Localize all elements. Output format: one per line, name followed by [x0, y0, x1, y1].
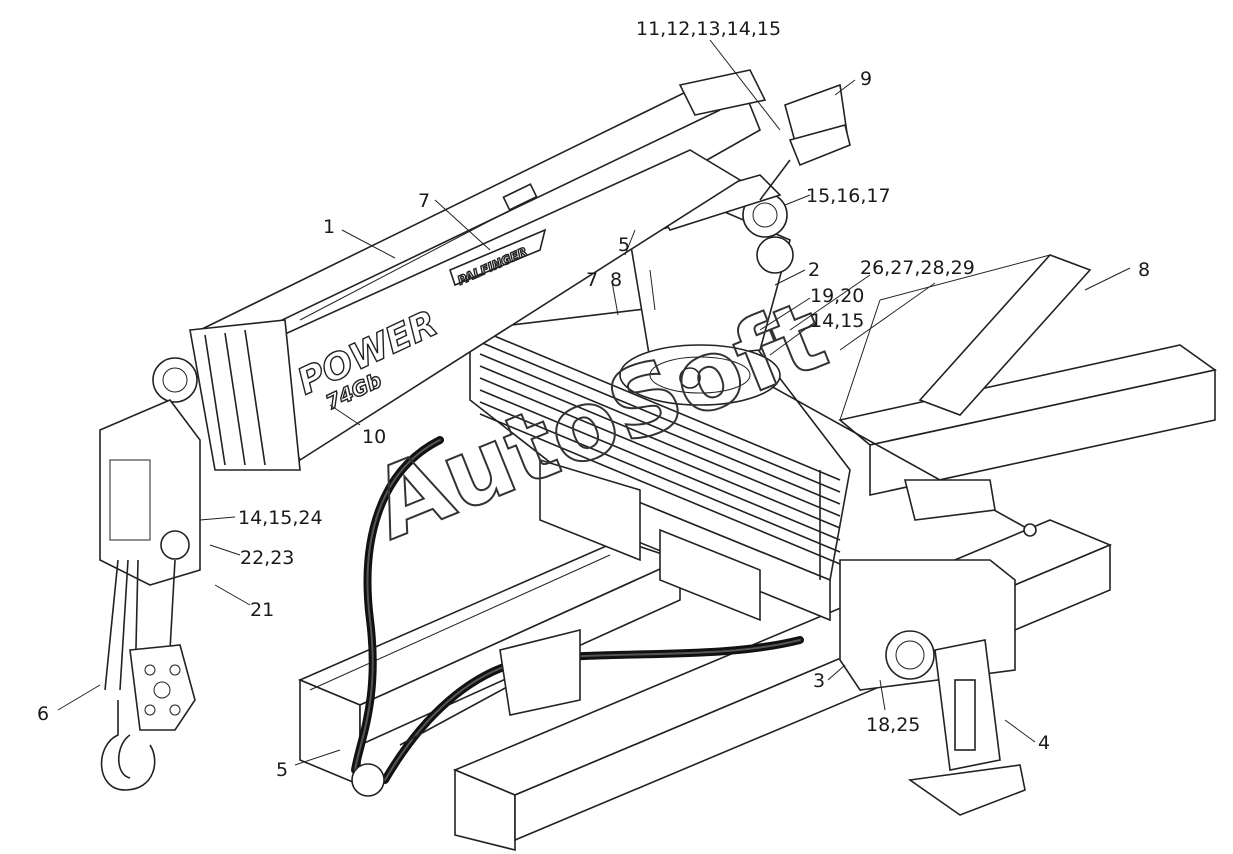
label-26-29: 26,27,28,29	[860, 257, 975, 279]
label-8-left: 8	[610, 269, 622, 291]
label-5-lower: 5	[276, 759, 288, 781]
label-5-upper: 5	[618, 234, 630, 256]
label-10: 10	[362, 426, 386, 448]
label-22-23: 22,23	[240, 547, 294, 569]
label-1: 1	[323, 216, 335, 238]
label-14-15: 14,15	[810, 310, 864, 332]
label-21: 21	[250, 599, 274, 621]
leader-lines	[57, 39, 1131, 766]
label-3: 3	[813, 670, 825, 692]
label-2: 2	[808, 259, 820, 281]
label-19-20: 19,20	[810, 285, 864, 307]
label-6: 6	[37, 703, 49, 725]
label-4: 4	[1038, 732, 1050, 754]
label-9: 9	[860, 68, 872, 90]
boom-tip-hook	[99, 399, 201, 791]
label-14-15-24: 14,15,24	[238, 507, 323, 529]
crane-column	[619, 174, 794, 406]
label-7-lower: 7	[586, 269, 598, 291]
inner-boom: POWER 74Gb PALFINGER	[152, 149, 742, 471]
label-18-25: 18,25	[866, 714, 920, 736]
label-11-15: 11,12,13,14,15	[636, 18, 781, 40]
label-8-right: 8	[1138, 259, 1150, 281]
part-labels: 1 2 3 4 5 5 6 7 7 8 8 9 10 11,12,13,14,1…	[37, 18, 1150, 781]
label-15-17: 15,16,17	[806, 185, 891, 207]
hydraulic-hoses	[351, 436, 804, 797]
hydraulic-line-bundle	[479, 329, 841, 580]
control-seat	[759, 83, 851, 201]
stabilizer-leg	[839, 559, 1026, 816]
label-7-upper: 7	[418, 190, 430, 212]
